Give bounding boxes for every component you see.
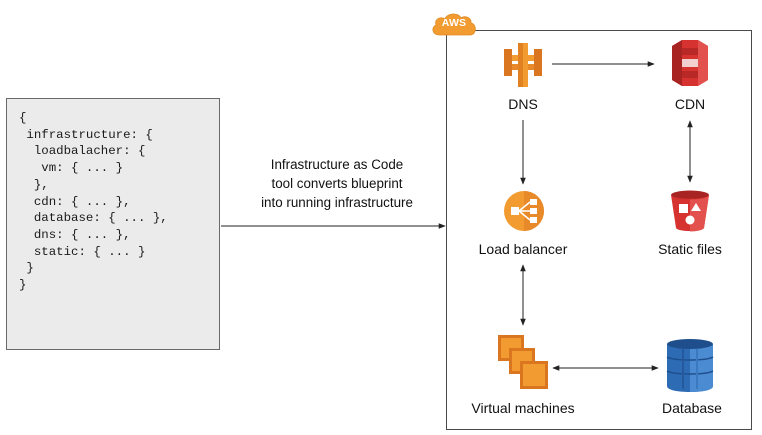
aws-badge-label: AWS	[441, 17, 467, 29]
code-line: {	[19, 111, 27, 125]
code-line: dns: { ... },	[19, 227, 131, 242]
ec2-instances-icon	[498, 335, 548, 389]
code-line: },	[19, 177, 49, 192]
load-balancer-icon	[504, 191, 544, 231]
static-files-label: Static files	[658, 241, 722, 257]
caption-line: tool converts blueprint	[271, 175, 403, 191]
blueprint-code-box: { infrastructure: { loadbalacher: { vm: …	[6, 98, 220, 350]
load-balancer-label: Load balancer	[478, 241, 568, 257]
caption-line: Infrastructure as Code	[270, 157, 404, 172]
code-line: static: { ... }	[19, 244, 146, 259]
cdn-label: CDN	[674, 96, 706, 112]
code-line: infrastructure: {	[19, 127, 153, 142]
route53-dns-icon	[504, 43, 542, 87]
database-label: Database	[662, 400, 722, 416]
virtual-machines-label: Virtual machines	[471, 400, 575, 416]
code-line: vm: { ... }	[19, 161, 124, 176]
database-icon	[666, 339, 714, 392]
code-line: loadbalacher: {	[19, 144, 146, 159]
conversion-caption: Infrastructure as Code tool converts blu…	[232, 156, 442, 212]
dns-label: DNS	[508, 96, 538, 112]
caption-line: into running infrastructure	[261, 194, 413, 210]
s3-bucket-icon	[671, 190, 709, 232]
blueprint-code: { infrastructure: { loadbalacher: { vm: …	[19, 110, 168, 294]
code-line: }	[19, 261, 34, 276]
code-line: cdn: { ... },	[19, 194, 131, 209]
code-line: database: { ... },	[19, 211, 168, 226]
cloudfront-cdn-icon	[672, 40, 708, 86]
aws-cloud-badge-icon	[432, 13, 476, 36]
code-line: }	[19, 278, 27, 293]
